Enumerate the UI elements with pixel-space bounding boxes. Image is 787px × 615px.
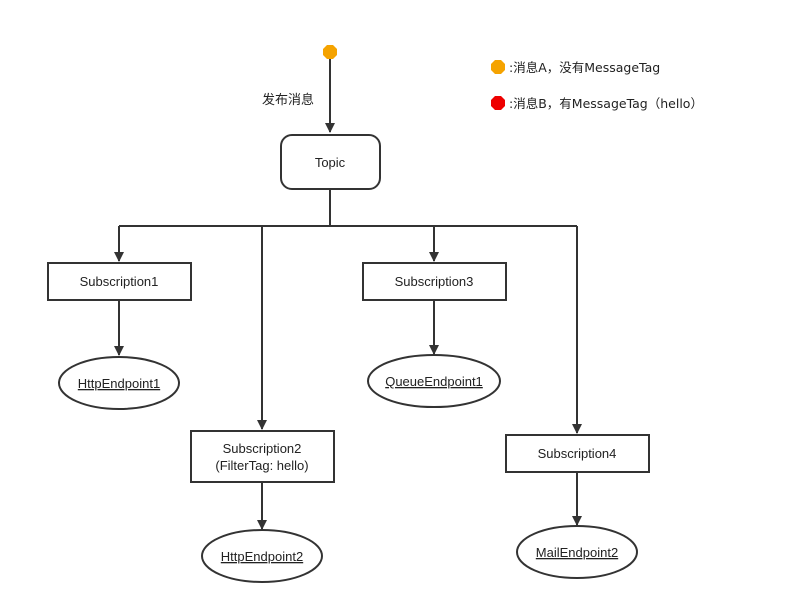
- httpendpoint2-label: HttpEndpoint2: [221, 549, 303, 564]
- subscription3-label: Subscription3: [395, 274, 474, 289]
- subscription1-node: Subscription1: [47, 262, 192, 301]
- subscription4-label: Subscription4: [538, 446, 617, 461]
- mailendpoint2-node: MailEndpoint2: [516, 525, 638, 579]
- legend-label-message-b: :消息B，有MessageTag（hello）: [509, 96, 703, 111]
- topic-node: Topic: [280, 134, 381, 190]
- subscription4-node: Subscription4: [505, 434, 650, 473]
- queueendpoint1-label: QueueEndpoint1: [385, 374, 483, 389]
- legend: :消息A，没有MessageTag :消息B，有MessageTag（hello…: [491, 60, 703, 111]
- httpendpoint2-node: HttpEndpoint2: [201, 529, 323, 583]
- mailendpoint2-label: MailEndpoint2: [536, 545, 618, 560]
- endpoint-connectors: [114, 300, 582, 530]
- subscription3-node: Subscription3: [362, 262, 507, 301]
- fanout-connectors: [114, 189, 582, 434]
- legend-dot-message-a-icon: [491, 60, 505, 74]
- subscription2-node: Subscription2 (FilterTag: hello): [190, 430, 335, 483]
- httpendpoint1-label: HttpEndpoint1: [78, 376, 160, 391]
- queueendpoint1-node: QueueEndpoint1: [367, 354, 501, 408]
- legend-label-message-a: :消息A，没有MessageTag: [509, 60, 660, 75]
- httpendpoint1-node: HttpEndpoint1: [58, 356, 180, 410]
- subscription2-filter: (FilterTag: hello): [215, 458, 308, 473]
- legend-dot-message-b-icon: [491, 96, 505, 110]
- subscription1-label: Subscription1: [80, 274, 159, 289]
- topic-label: Topic: [315, 155, 346, 170]
- message-dot-icon: [323, 45, 337, 59]
- publish-edge-label: 发布消息: [262, 92, 314, 107]
- subscription2-label: Subscription2: [223, 441, 302, 456]
